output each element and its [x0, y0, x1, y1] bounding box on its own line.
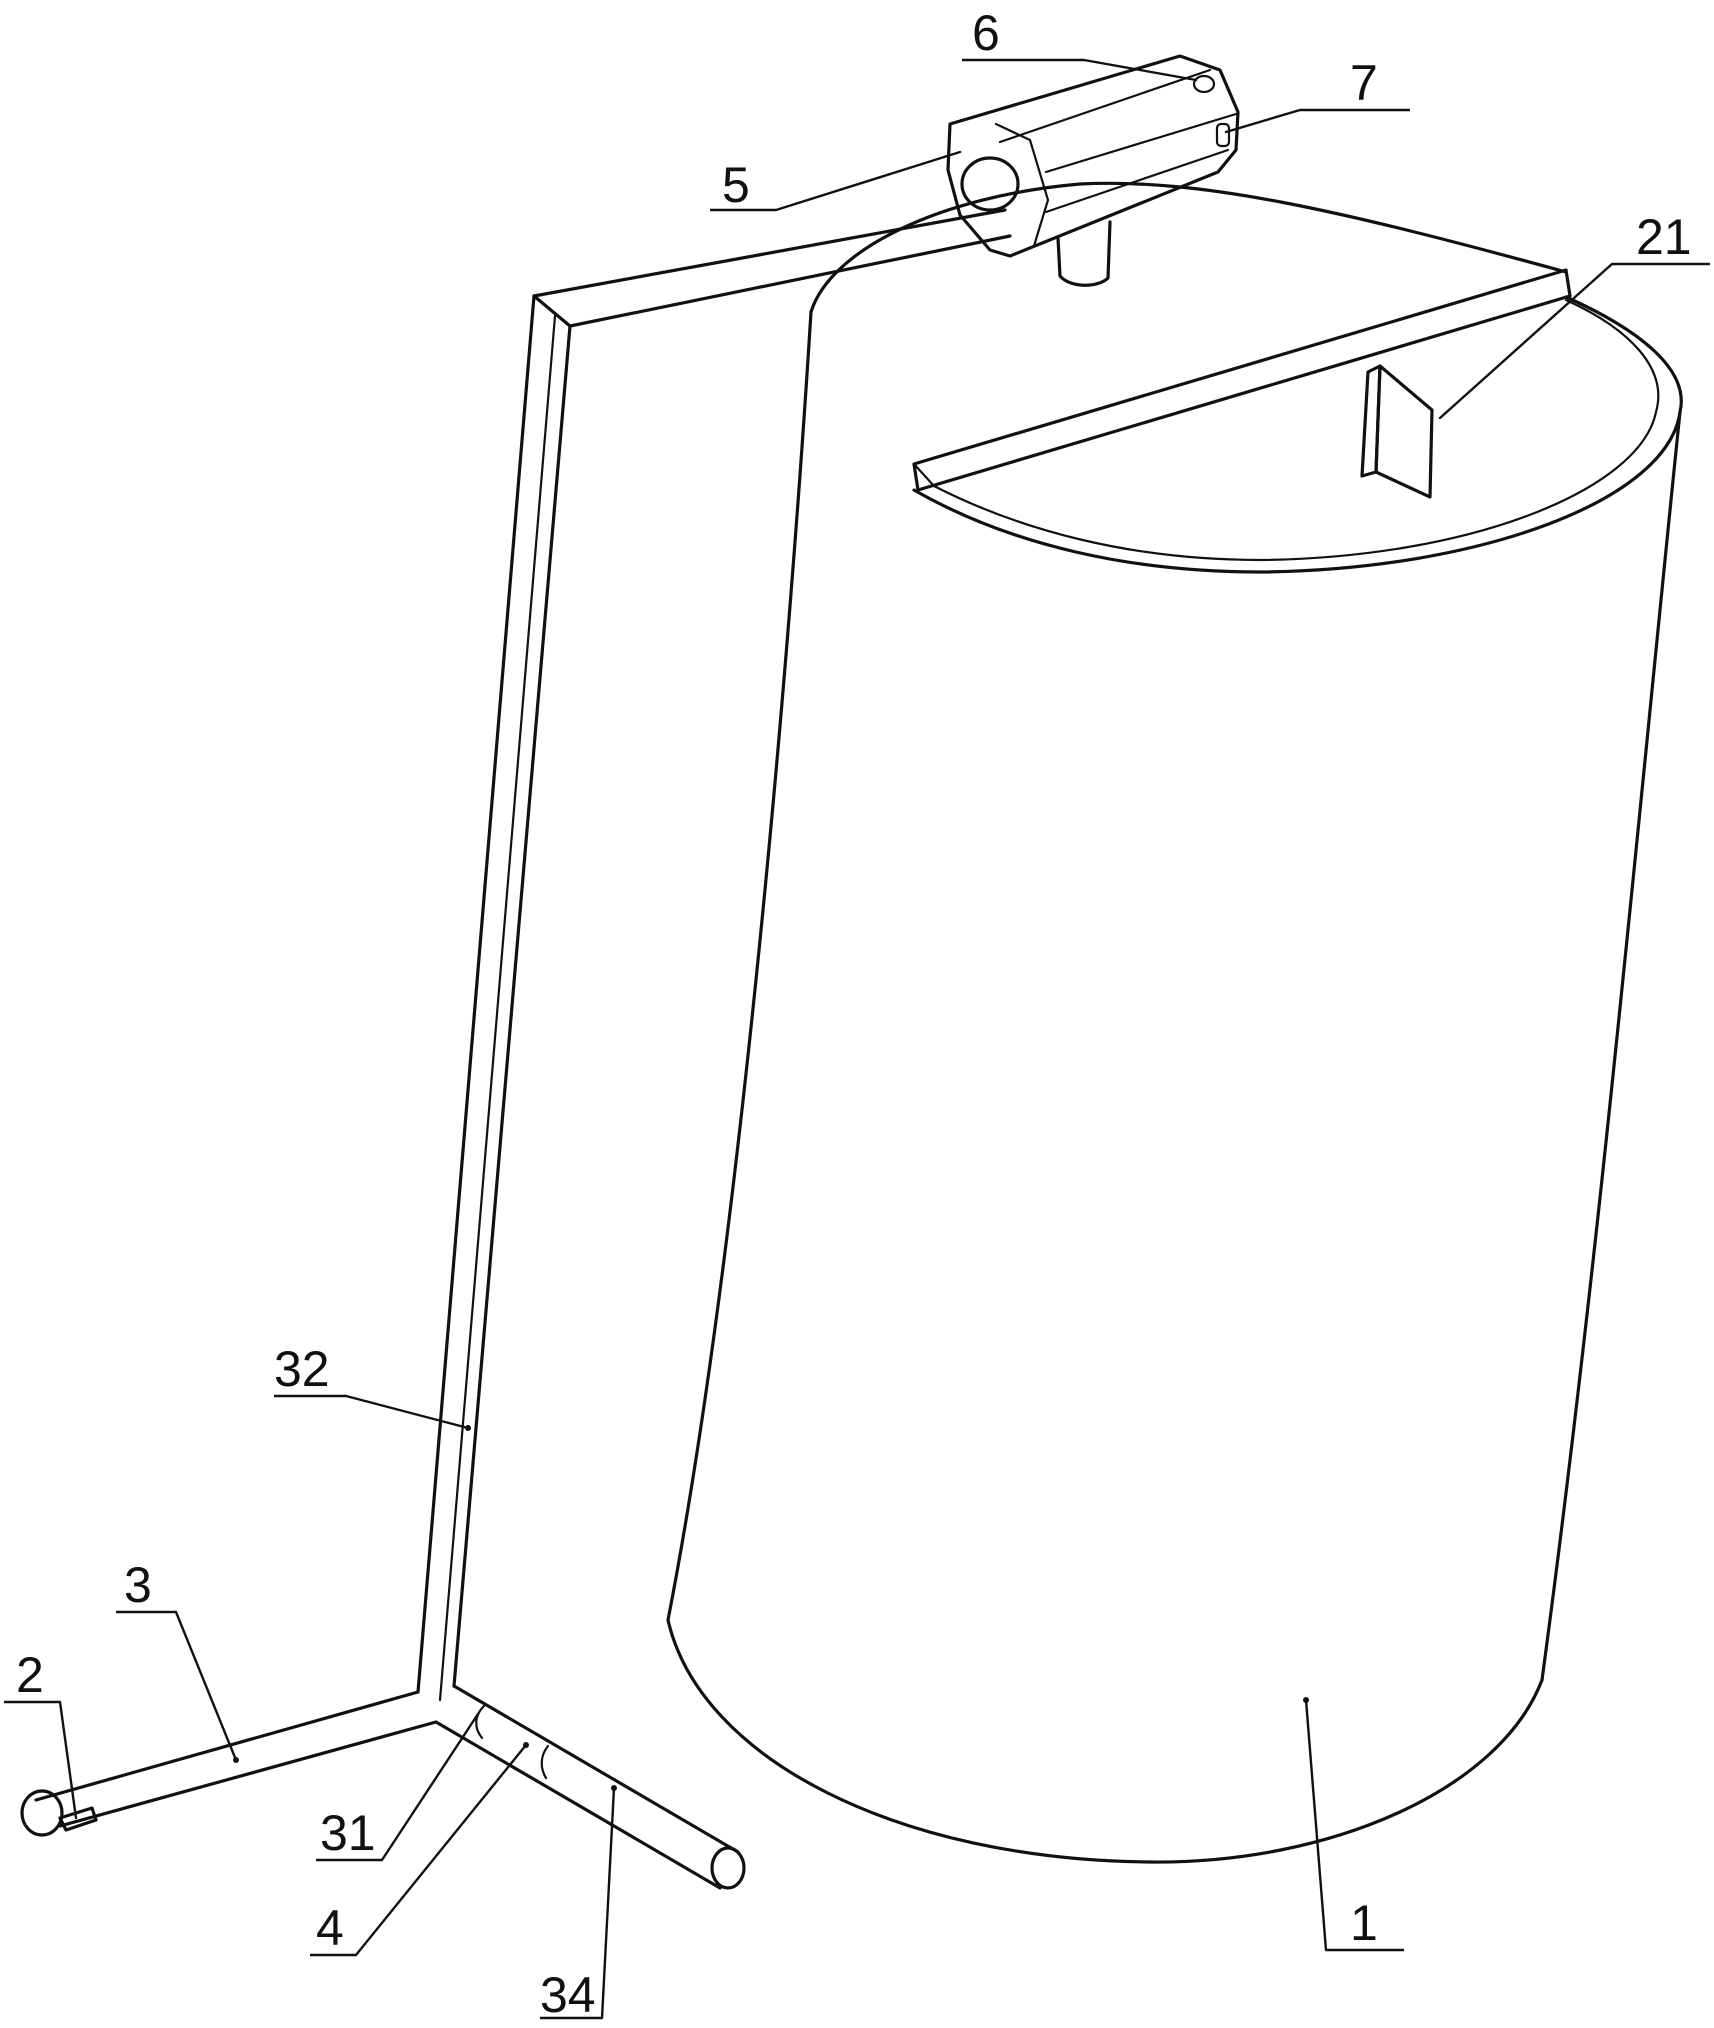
leader-1	[1304, 1698, 1328, 1952]
label-4: 4	[316, 1900, 344, 1956]
motor-end-cap	[994, 122, 1050, 248]
leader-3	[174, 1610, 238, 1762]
base-pipes	[20, 1684, 746, 1890]
right-pipe-end	[710, 1846, 746, 1890]
dot-4	[523, 1742, 529, 1748]
leader-34	[600, 1786, 616, 2020]
valve-31-right	[540, 1744, 550, 1780]
leader-32	[344, 1394, 470, 1430]
right-pipe-top	[452, 1684, 740, 1854]
panel-21-top	[1366, 364, 1382, 374]
frame-corner	[532, 294, 572, 328]
leader-2	[58, 1700, 78, 1820]
label-1: 1	[1350, 1895, 1378, 1951]
lid-bar	[912, 268, 1572, 492]
leader-5	[774, 150, 962, 212]
leader-lines	[4, 58, 1710, 2020]
label-5: 5	[722, 157, 750, 213]
leader-6	[1082, 58, 1198, 82]
tank-top-rim-front-outer	[912, 295, 1683, 574]
lid-bar-outline	[912, 268, 1572, 492]
panel-21-front	[1374, 364, 1434, 499]
leader-7	[1224, 108, 1302, 134]
label-7: 7	[1350, 55, 1378, 111]
motor-knob-6	[1192, 74, 1216, 94]
label-32: 32	[274, 1341, 330, 1397]
label-3: 3	[124, 1557, 152, 1613]
label-6: 6	[972, 5, 1000, 61]
post-inner-1	[452, 324, 572, 1688]
motor-body-line-3	[1044, 148, 1230, 214]
valve-31-left	[475, 1704, 486, 1740]
dot-3	[233, 1757, 239, 1763]
leader-dots	[233, 1425, 1309, 1791]
shaft-collar	[960, 156, 1020, 212]
tank-right-wall	[1540, 410, 1682, 1682]
motor-switch-7	[1215, 122, 1231, 148]
panel-21	[1360, 364, 1434, 499]
reference-labels: 6 7 5 21 32 3 2 31 4 34 1	[16, 5, 1692, 2023]
motor-outlet	[1056, 220, 1112, 287]
tank-left-wall	[666, 310, 813, 1622]
lid-bar-edge	[912, 462, 936, 488]
post-inner-2	[438, 314, 557, 1702]
label-2: 2	[16, 1647, 44, 1703]
frame-top-inner	[568, 234, 1012, 328]
label-31: 31	[320, 1805, 376, 1861]
left-pipe-end	[20, 1789, 64, 1837]
tank-top-rim-front-inner	[932, 298, 1660, 562]
panel-21-side	[1360, 364, 1382, 478]
motor-body-line-2	[1044, 112, 1238, 174]
motor-assembly	[946, 54, 1240, 287]
leader-31	[380, 1712, 480, 1862]
dot-32	[465, 1425, 471, 1431]
frame-top-outer	[532, 208, 1007, 298]
left-pipe-top	[34, 1690, 420, 1802]
frame-pipe	[416, 208, 1012, 1702]
post-outer	[416, 294, 536, 1694]
dot-1	[1303, 1697, 1309, 1703]
tank-bottom-curve	[666, 1618, 1544, 1864]
left-pipe-bottom	[58, 1720, 438, 1828]
motor-body-outline	[946, 54, 1240, 258]
label-21: 21	[1636, 209, 1692, 265]
dot-34	[611, 1785, 617, 1791]
leader-4	[354, 1743, 528, 1957]
motor-body-line-1	[998, 68, 1212, 144]
right-pipe-bottom	[434, 1720, 722, 1890]
tank	[666, 181, 1683, 1864]
label-34: 34	[540, 1967, 596, 2023]
leader-21	[1438, 262, 1614, 420]
left-pipe-fitting-2	[58, 1806, 98, 1832]
tank-top-rim-back	[809, 181, 1568, 314]
